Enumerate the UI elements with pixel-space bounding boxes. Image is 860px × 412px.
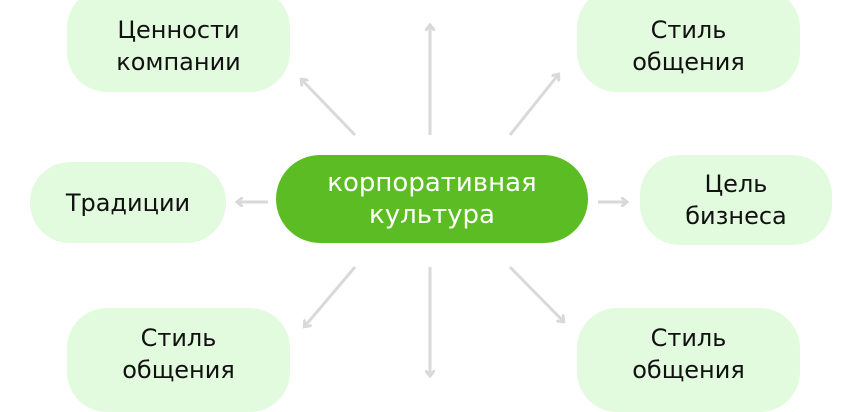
- node-text: Стиль: [140, 324, 217, 352]
- node-traditions: Традиции: [30, 162, 226, 243]
- node-text: Ценности: [117, 16, 240, 44]
- node-text: общения: [122, 356, 235, 384]
- node-style-bottom-right: Стиль общения: [577, 308, 800, 412]
- node-text: бизнеса: [685, 202, 787, 230]
- node-text: Стиль: [650, 16, 727, 44]
- node-text: Традиции: [65, 188, 191, 217]
- node-text: Стиль: [650, 324, 727, 352]
- node-text: компании: [116, 48, 241, 76]
- node-text: общения: [632, 356, 745, 384]
- node-values: Ценности компании: [67, 0, 290, 92]
- arrow-up-right: [508, 75, 558, 136]
- center-line1: корпоративная: [327, 168, 537, 198]
- node-text: Цель: [704, 170, 768, 198]
- arrow-down-left: [305, 266, 357, 326]
- node-goal: Цель бизнеса: [640, 155, 832, 245]
- node-style-top: Стиль общения: [577, 0, 800, 92]
- center-line2: культура: [368, 200, 495, 230]
- node-text: общения: [632, 48, 745, 76]
- arrows: [0, 0, 860, 400]
- node-style-bottom-left: Стиль общения: [67, 308, 290, 412]
- arrow-down-right: [508, 265, 563, 321]
- arrow-up-left: [302, 80, 357, 137]
